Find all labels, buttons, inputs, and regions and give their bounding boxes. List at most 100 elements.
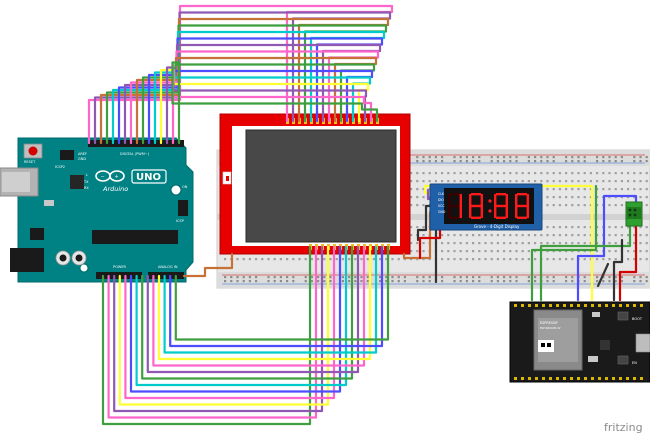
digital-label: DIGITAL (PWM~): [120, 152, 150, 156]
digit-segment: [450, 204, 460, 208]
wire-bottom: [152, 245, 366, 367]
wire-bottom: [107, 245, 318, 419]
clock-digits: [448, 193, 529, 219]
wire-esp-gnd: [612, 238, 624, 302]
on-label: ON: [182, 185, 188, 189]
en-button[interactable]: [617, 355, 629, 365]
digit-segment: [496, 193, 506, 196]
reset-label: RESET: [24, 160, 36, 164]
svg-text:VCC: VCC: [438, 204, 445, 208]
wire-bottom: [174, 245, 390, 341]
digit-segment: [496, 216, 506, 219]
wire-bottom: [141, 245, 354, 380]
wire-display-vcc: [418, 224, 442, 260]
wire-bottom: [163, 245, 378, 354]
digit-segment: [494, 206, 497, 218]
wire-bottom: [124, 245, 336, 400]
boot-button[interactable]: [617, 311, 629, 321]
digit-segment: [526, 206, 529, 218]
wire-bottom: [101, 245, 312, 426]
svg-text:−: −: [101, 174, 105, 180]
power-jack: [10, 248, 44, 272]
aref-label: AREF: [78, 152, 87, 156]
icsp2-label: ICSP2: [55, 165, 65, 169]
gnd-label: GND: [78, 157, 86, 161]
en-label: EN: [632, 361, 637, 365]
colon-dot: [488, 199, 492, 203]
svg-text:GND: GND: [438, 210, 446, 214]
digit-segment: [471, 193, 481, 196]
digit-segment: [469, 206, 472, 218]
digit-segment: [505, 206, 508, 218]
digit-segment: [505, 194, 508, 206]
fritzing-brand: fritzing: [604, 421, 643, 434]
digit-segment: [480, 194, 483, 206]
digit-segment: [459, 206, 462, 218]
wire-orange: [402, 210, 432, 260]
arduino-uno-board: RESET ICSP2 − + UNO Arduino TX RX ON L I…: [0, 137, 194, 283]
digit-segment: [471, 204, 481, 208]
esp32-usb-port: [635, 333, 650, 353]
wire-top: [165, 66, 368, 145]
wire-esp-vcc: [618, 224, 638, 302]
lcd-screen: [245, 129, 397, 243]
arduino-brand-label: Arduino: [102, 185, 128, 193]
wire-top: [171, 61, 379, 145]
espressif-label: ESPRESSIF: [540, 321, 558, 325]
l-label: L: [86, 173, 88, 177]
wire-esp-black: [596, 262, 610, 288]
wire-bottom: [146, 245, 360, 374]
uno-model-label: UNO: [136, 172, 161, 183]
display-caption: Grove - 4-Digit Display: [474, 224, 520, 229]
icsp-label: ICSP: [176, 219, 184, 223]
digit-segment: [526, 194, 529, 206]
svg-text:+: +: [115, 174, 119, 180]
colon-dot: [488, 209, 492, 213]
esp32-pin-headers: [514, 304, 643, 380]
svg-text:DIO: DIO: [438, 198, 444, 202]
display-pin-labels: CLK DIO VCC GND: [438, 192, 446, 214]
analog-label: ANALOG IN: [158, 265, 178, 269]
wire-bottom: [157, 245, 372, 361]
wire-bottom: [118, 245, 330, 406]
digit-segment: [517, 193, 527, 196]
svg-text:CLK: CLK: [438, 192, 445, 196]
wire-display-gnd: [416, 204, 434, 242]
digit-segment: [471, 216, 481, 219]
digit-segment: [469, 194, 472, 206]
digit-segment: [494, 194, 497, 206]
wire-bottom: [169, 245, 384, 348]
esp32-board: ESPRESSIF ESP-WROOM-32 BOOT EN: [509, 301, 650, 383]
digit-segment: [448, 206, 451, 218]
digit-segment: [517, 204, 527, 208]
wire-esp-blue: [576, 194, 638, 302]
wire-orange: [182, 252, 234, 278]
wire-bottom: [129, 245, 342, 393]
wire-bottom: [135, 245, 348, 387]
digit-segment: [448, 194, 451, 206]
digit-segment: [515, 194, 518, 206]
digit-segment: [459, 194, 462, 206]
power-label: POWER: [113, 265, 127, 269]
digit-segment: [450, 193, 460, 196]
atmega-chip: [92, 230, 178, 244]
digit-segment: [496, 204, 506, 208]
wires: [87, 4, 638, 426]
digital-header: [88, 140, 184, 147]
wire-esp-green: [530, 184, 598, 302]
wire-esp-green2: [539, 220, 632, 302]
boot-label: BOOT: [632, 317, 643, 321]
rx-label: RX: [84, 186, 89, 190]
analog-header: [148, 272, 184, 279]
wire-bottom: [113, 245, 324, 413]
arduino-logo: − +: [95, 170, 125, 182]
tft-lcd-module: [219, 113, 411, 255]
esp32-model-label: ESP-WROOM-32: [540, 326, 561, 330]
tx-label: TX: [83, 180, 89, 184]
four-digit-display: Grove - 4-Digit Display CLK DIO VCC GND: [429, 183, 543, 231]
digit-segment: [515, 206, 518, 218]
digit-segment: [480, 206, 483, 218]
rtc-module: [625, 201, 643, 227]
